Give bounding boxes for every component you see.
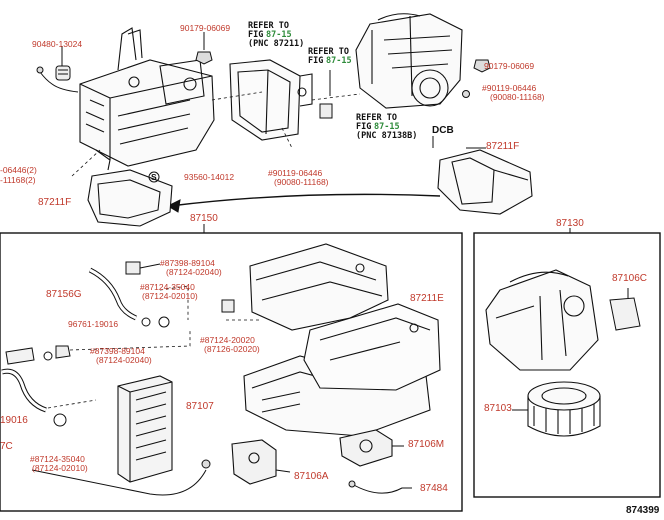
cable-end	[201, 459, 211, 469]
pipe-top-left	[5, 347, 53, 365]
part-87484[interactable]: 87484	[420, 483, 448, 494]
arrow-head	[166, 199, 181, 213]
part-90119-06446-b[interactable]: #90119-06446	[268, 168, 323, 178]
part-87124-20020[interactable]: #87124-20020	[200, 335, 255, 345]
part-90179-06069-b[interactable]: 90179-06069	[484, 61, 535, 71]
refer3-line2a: FIG	[356, 122, 372, 132]
part-87398-89104-b[interactable]: #87398-89104	[90, 346, 145, 356]
part-90080-11168-a[interactable]: (90080-11168)	[490, 92, 545, 102]
refer3-line3: (PNC 87138B)	[356, 131, 418, 141]
screw-90119-a	[462, 90, 470, 98]
dcb-label: DCB	[432, 125, 454, 136]
part-06446-left[interactable]: -06446(2)	[0, 165, 37, 175]
blower-assembly-top	[355, 13, 463, 109]
part-90480-13024[interactable]: 90480-13024	[32, 39, 83, 49]
guide-lines	[47, 91, 361, 409]
part-90080-11168-b[interactable]: (90080-11168)	[274, 177, 329, 187]
part-87130[interactable]: 87130	[556, 218, 584, 229]
pipe-19016-inner	[1, 369, 47, 412]
drawing-number: 874399	[626, 505, 660, 516]
sensor-tip	[36, 66, 44, 74]
refer1-line2a: FIG	[248, 30, 264, 40]
part-7C-left[interactable]: 7C	[0, 441, 13, 452]
transfer-arrow	[169, 193, 441, 207]
nut-90179-a	[195, 51, 213, 65]
part-11168-left[interactable]: -11168(2)	[0, 175, 36, 185]
nut-90179-b	[473, 59, 491, 73]
part-87106M[interactable]: 87106M	[408, 439, 445, 450]
part-87124-02040-b[interactable]: (87124-02040)	[96, 355, 152, 365]
part-19016-left[interactable]: 19016	[0, 415, 28, 426]
part-87398-89104-a[interactable]: #87398-89104	[160, 258, 215, 268]
part-87126-02020[interactable]: (87126-02020)	[204, 344, 260, 354]
s-marker	[148, 171, 160, 183]
servo-87106A	[231, 439, 277, 485]
duct-87211F-left	[87, 169, 173, 227]
part-87156G[interactable]: 87156G	[46, 289, 82, 300]
part-87124-35040-a[interactable]: #87124-35040	[140, 282, 195, 292]
s-marker-label: S	[151, 172, 157, 182]
part-87124-35040-b[interactable]: #87124-35040	[30, 454, 85, 464]
frame-87150	[0, 232, 463, 512]
part-87211E[interactable]: 87211E	[410, 293, 444, 304]
part-87124-02010-b[interactable]: (87124-02010)	[32, 463, 88, 473]
clamp-87124-35040-b	[53, 413, 67, 427]
refer2-line1: REFER TO	[308, 47, 349, 57]
part-87124-02040-a[interactable]: (87124-02040)	[166, 267, 222, 277]
duct-87211F-right	[437, 149, 533, 215]
resistor-87106C	[609, 297, 641, 331]
part-87150[interactable]: 87150	[190, 213, 218, 224]
clip-small	[319, 103, 333, 119]
part-93560-14012[interactable]: 93560-14012	[184, 172, 235, 182]
refer1-line1: REFER TO	[248, 21, 289, 31]
part-87106A[interactable]: 87106A	[294, 471, 329, 482]
refer3-link[interactable]: 87-15	[374, 122, 400, 132]
blower-motor-87103	[527, 381, 601, 437]
part-96761-19016[interactable]: 96761-19016	[68, 319, 119, 329]
refer3-line1: REFER TO	[356, 113, 397, 123]
part-87103[interactable]: 87103	[484, 403, 512, 414]
servo-87106M	[339, 429, 393, 467]
part-87107[interactable]: 87107	[186, 401, 214, 412]
heater-case-87150	[243, 243, 441, 437]
clip-87398-b	[55, 345, 71, 359]
blower-87130	[485, 269, 599, 371]
refer2-line2a: FIG	[308, 56, 324, 66]
part-87124-02010-a[interactable]: (87124-02010)	[142, 291, 198, 301]
duct-frame-87211	[229, 59, 313, 141]
bracket-87124-20020	[221, 299, 235, 313]
part-87211F-left[interactable]: 87211F	[38, 197, 72, 208]
harness-87484	[351, 483, 412, 494]
leader-87106A	[275, 469, 291, 473]
grommet-90480	[55, 46, 71, 81]
clamp-87398-a	[125, 261, 161, 275]
refer1-link[interactable]: 87-15	[266, 30, 292, 40]
part-90119-06446-a[interactable]: #90119-06446	[482, 83, 537, 93]
pipe-87156G	[88, 267, 138, 321]
heater-unit-top	[79, 27, 215, 171]
part-90179-06069-a[interactable]: 90179-06069	[180, 23, 231, 33]
part-87106C[interactable]: 87106C	[612, 273, 648, 284]
clamp-87124-35040-a	[158, 316, 170, 328]
pipe-87156G-inner	[89, 268, 137, 320]
oring-96761-a	[141, 317, 151, 327]
part-87211F-right[interactable]: 87211F	[486, 141, 520, 152]
refer1-line3: (PNC 87211)	[248, 39, 305, 49]
refer2-link[interactable]: 87-15	[326, 56, 352, 66]
harness-plug	[348, 480, 356, 488]
heater-core-87107	[117, 375, 173, 483]
frame-87130	[473, 232, 661, 498]
sensor-wire	[39, 71, 79, 93]
cable	[31, 469, 207, 496]
